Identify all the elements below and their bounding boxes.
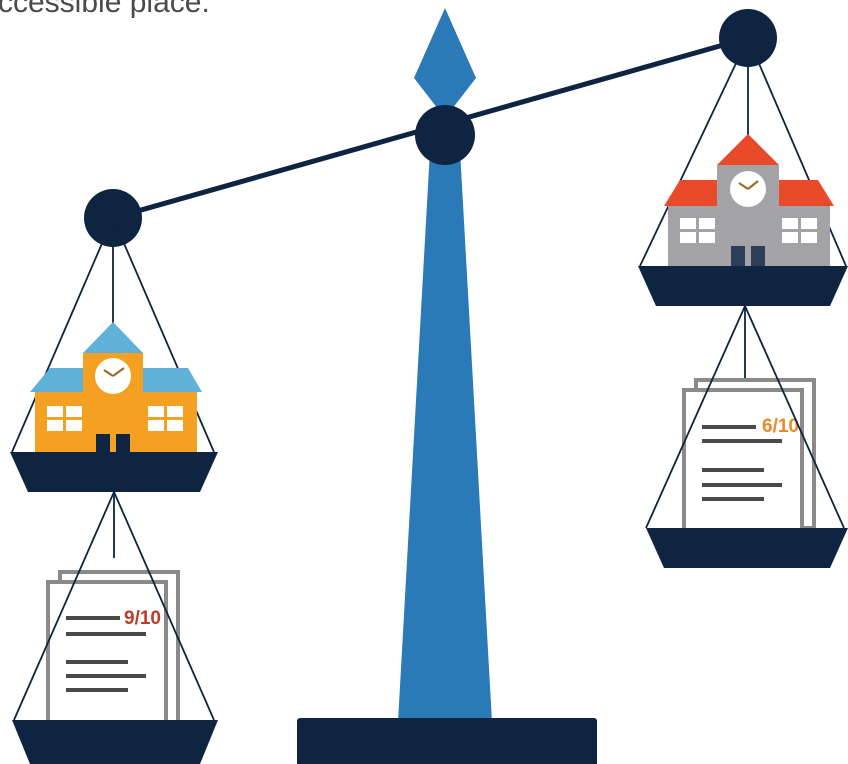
stand-pillar [398, 150, 492, 722]
stand-spire [414, 8, 476, 118]
left-lower-pan: 9/10 [12, 491, 218, 764]
scale-stand [297, 8, 597, 764]
right-report-icon [682, 378, 816, 534]
left-school-icon [30, 322, 202, 452]
left-score: 9/10 [124, 608, 161, 629]
stand-base [297, 718, 597, 764]
caption-fragment: ccessible place. [0, 0, 210, 19]
right-upper-pan [638, 37, 848, 306]
left-upper-dish [10, 452, 218, 492]
pivot-center [415, 105, 475, 165]
right-upper-dish [638, 266, 848, 306]
left-lower-dish [12, 720, 218, 764]
right-lower-dish [646, 528, 848, 568]
right-lower-pan: 6/10 [645, 305, 848, 568]
left-report-icon [46, 570, 180, 732]
right-school-icon [664, 134, 834, 266]
right-score: 6/10 [762, 416, 799, 437]
left-upper-pan [10, 217, 218, 492]
